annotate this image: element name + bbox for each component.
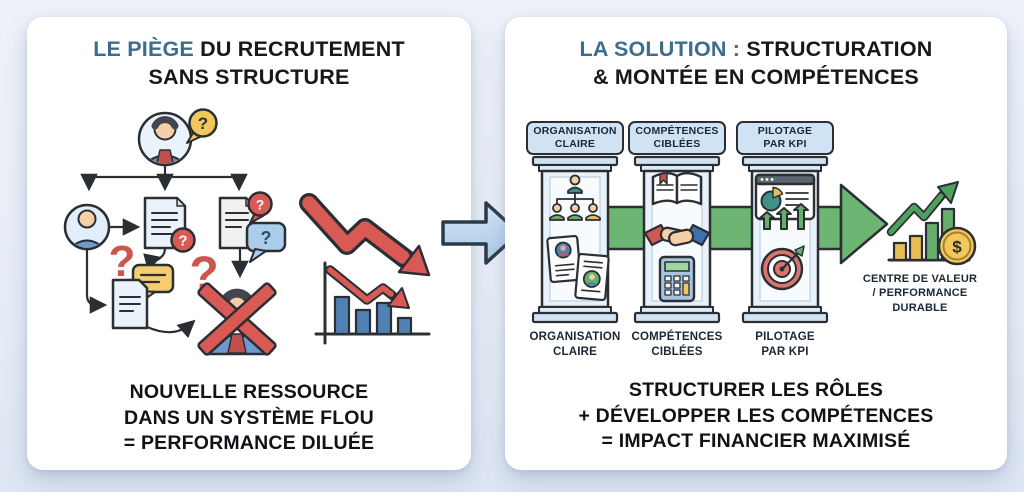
manager-avatar-icon bbox=[137, 111, 193, 167]
problem-caption: NOUVELLE RESSOURCE DANS UN SYSTÈME FLOU … bbox=[27, 380, 471, 457]
outcome-label: CENTRE DE VALEUR / PERFORMANCE DURABLE bbox=[857, 272, 983, 315]
plaque-line1: PILOTAGE bbox=[757, 124, 813, 137]
bar bbox=[908, 234, 924, 262]
solution-panel: LA SOLUTION : STRUCTURATION & MONTÉE EN C… bbox=[505, 17, 1007, 470]
problem-caption-line1: NOUVELLE RESSOURCE bbox=[129, 381, 369, 403]
problem-caption-line2: DANS UN SYSTÈME FLOU bbox=[124, 406, 374, 429]
declining-bar-chart-icon bbox=[314, 261, 431, 345]
question-glyph: ? bbox=[261, 228, 272, 248]
question-bubble-icon: ? bbox=[247, 191, 273, 224]
pillar-label-line1: COMPÉTENCES bbox=[631, 331, 723, 343]
kpi-dashboard-icon bbox=[754, 173, 816, 221]
solution-caption-line1: STRUCTURER LES RÔLES bbox=[628, 379, 884, 401]
growth-arrows-icon bbox=[759, 203, 809, 230]
pillar-label-pilotage: PILOTAGE PAR KPI bbox=[725, 330, 845, 360]
pillar-label-line1: PILOTAGE bbox=[755, 331, 815, 343]
trend-arrowhead bbox=[937, 181, 959, 204]
pillar-label-line2: PAR KPI bbox=[761, 345, 809, 358]
pillar-header-organisation: ORGANISATION CLAIRE bbox=[526, 121, 624, 155]
new-hire-avatar-icon bbox=[63, 203, 111, 251]
pillar-label-line2: CIBLÉES bbox=[651, 345, 703, 358]
bar bbox=[892, 241, 908, 262]
org-chart-icon bbox=[549, 174, 601, 221]
pillar-label-competences: COMPÉTENCES CIBLÉES bbox=[617, 330, 737, 360]
plaque-line1: COMPÉTENCES bbox=[635, 124, 719, 137]
outcome-line2: / PERFORMANCE bbox=[872, 287, 968, 300]
document-icon bbox=[111, 278, 149, 330]
plaque-line2: CIBLÉES bbox=[653, 138, 701, 150]
problem-title-highlight: LE PIÈGE bbox=[93, 37, 194, 61]
question-bubble-icon: ? bbox=[186, 108, 218, 144]
problem-illustration: ? ? bbox=[63, 108, 431, 356]
bar bbox=[333, 295, 351, 336]
solution-caption-line2: + DÉVELOPPER LES COMPÉTENCES bbox=[578, 404, 934, 427]
open-book-icon bbox=[651, 172, 703, 206]
target-icon bbox=[760, 245, 805, 291]
question-mark: ? bbox=[109, 237, 136, 286]
trend-arrowhead bbox=[387, 287, 410, 309]
pillar-header-pilotage: PILOTAGE PAR KPI bbox=[736, 121, 834, 155]
question-badge-icon: ? bbox=[170, 227, 196, 253]
solution-illustration: $ bbox=[531, 155, 977, 324]
pillar-label-line2: CLAIRE bbox=[552, 345, 597, 358]
problem-panel: LE PIÈGE DU RECRUTEMENT SANS STRUCTURE bbox=[27, 17, 471, 470]
solution-caption-line3: = IMPACT FINANCIER MAXIMISÉ bbox=[601, 430, 911, 453]
solution-title-line2: & MONTÉE EN COMPÉTENCES bbox=[593, 64, 919, 89]
red-x-icon bbox=[197, 282, 277, 356]
cv-cards-icon bbox=[546, 234, 610, 302]
handshake-icon bbox=[643, 223, 711, 247]
value-growth-icon: $ bbox=[886, 181, 977, 266]
outcome-line1: CENTRE DE VALEUR bbox=[862, 273, 978, 285]
pillar-header-competences: COMPÉTENCES CIBLÉES bbox=[628, 121, 726, 155]
pillar-label-organisation: ORGANISATION CLAIRE bbox=[515, 330, 635, 360]
transition-arrow-icon bbox=[441, 201, 521, 265]
dollar-coin-icon: $ bbox=[937, 226, 977, 266]
solution-caption: STRUCTURER LES RÔLES + DÉVELOPPER LES CO… bbox=[505, 378, 1007, 455]
pillar-label-line1: ORGANISATION bbox=[529, 331, 621, 343]
question-glyph: ? bbox=[178, 233, 187, 250]
flow-connectors bbox=[80, 163, 249, 339]
decline-arrow-icon bbox=[299, 193, 431, 277]
question-glyph: ? bbox=[256, 197, 265, 213]
problem-title-rest: DU RECRUTEMENT bbox=[193, 37, 405, 61]
bar bbox=[396, 316, 413, 336]
plaque-line2: PAR KPI bbox=[763, 138, 807, 150]
question-chat-icon: ? bbox=[245, 221, 287, 263]
problem-caption-line3: = PERFORMANCE DILUÉE bbox=[123, 432, 375, 455]
solution-title: LA SOLUTION : STRUCTURATION & MONTÉE EN C… bbox=[505, 36, 1007, 91]
dollar-glyph: $ bbox=[952, 238, 962, 257]
problem-title: LE PIÈGE DU RECRUTEMENT SANS STRUCTURE bbox=[27, 36, 471, 91]
problem-title-line2: SANS STRUCTURE bbox=[148, 64, 350, 89]
solution-title-highlight: LA SOLUTION : bbox=[579, 37, 741, 61]
bar bbox=[375, 301, 393, 336]
bar bbox=[354, 308, 372, 336]
bar bbox=[924, 221, 940, 262]
rejected-person-icon bbox=[197, 282, 277, 356]
question-glyph: ? bbox=[198, 114, 208, 133]
plaque-line2: CLAIRE bbox=[554, 138, 596, 150]
calculator-icon bbox=[658, 255, 696, 303]
solution-title-rest: STRUCTURATION bbox=[740, 37, 933, 61]
plaque-line1: ORGANISATION bbox=[533, 124, 617, 137]
outcome-line3: DURABLE bbox=[892, 301, 948, 314]
